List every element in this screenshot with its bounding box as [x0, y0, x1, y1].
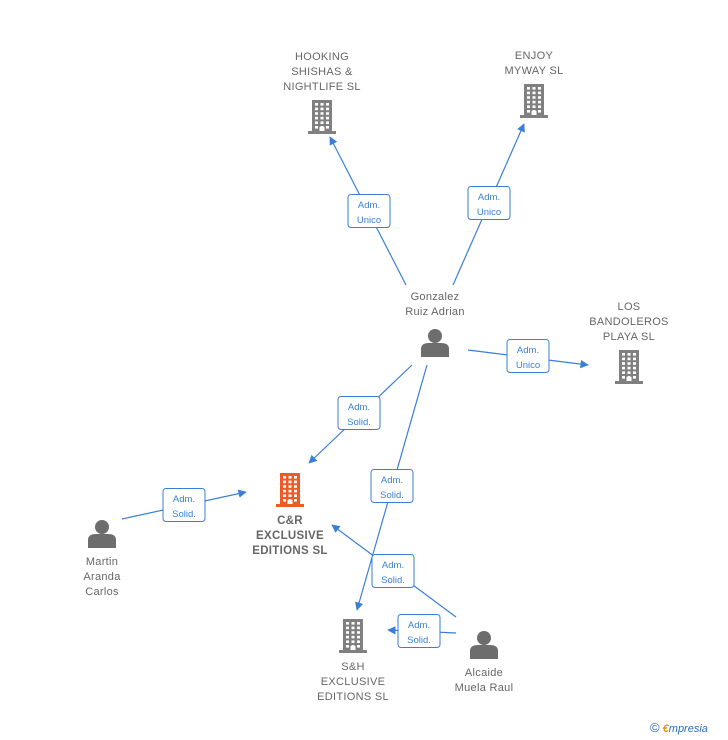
edge-label-line: Solid. [381, 575, 405, 586]
node-label-line: ENJOY [515, 50, 554, 62]
node-label-line: EXCLUSIVE [321, 676, 385, 688]
edge-label-line: Adm. [408, 620, 430, 631]
edge-label-gonzalez-to-hooking[interactable]: Adm. Unico [347, 194, 391, 228]
node-cr[interactable]: C&R EXCLUSIVE EDITIONS SL [252, 473, 328, 557]
node-label-line: Carlos [85, 586, 119, 598]
edge-label-line: Adm. [478, 192, 500, 203]
node-label-line: HOOKING [295, 51, 349, 63]
edge-label-martin-to-cr[interactable]: Adm. Solid. [162, 488, 206, 522]
person-icon [421, 329, 449, 357]
copyright-symbol: © [650, 720, 660, 735]
building-icon [308, 100, 336, 134]
node-label-line: SHISHAS & [291, 66, 353, 78]
edge-label-line: Adm. [381, 475, 403, 486]
edge-label-gonzalez-to-cr[interactable]: Adm. Solid. [337, 396, 381, 430]
edge-label-gonzalez-to-bandoleros[interactable]: Adm. Unico [506, 339, 550, 373]
edge-label-gonzalez-to-sh[interactable]: Adm. Solid. [370, 469, 414, 503]
node-label-line: PLAYA SL [603, 331, 655, 343]
brand-logo: €mpresia [663, 723, 708, 735]
node-label-line: Martin [86, 556, 118, 568]
building-icon [520, 84, 548, 118]
edge-label-line: Adm. [173, 494, 195, 505]
node-label-line: MYWAY SL [504, 65, 563, 77]
node-bandoleros[interactable]: LOS BANDOLEROS PLAYA SL [589, 301, 668, 384]
node-label-line: S&H [341, 661, 365, 673]
node-label-line: Alcaide [465, 667, 503, 679]
node-label-line: EDITIONS SL [317, 691, 389, 703]
person-icon [88, 520, 116, 548]
brand-name: mpresia [668, 723, 708, 735]
edge-label-alcaide-to-sh[interactable]: Adm. Solid. [397, 614, 441, 648]
node-label-line: BANDOLEROS [589, 316, 668, 328]
edge-label-line: Adm. [348, 402, 370, 413]
node-label-line: Muela Raul [455, 682, 514, 694]
building-icon [276, 473, 304, 507]
node-label-line: LOS [618, 301, 641, 313]
node-label-line: C&R [277, 515, 303, 527]
edge-label-line: Solid. [380, 490, 404, 501]
nodes-layer: HOOKING SHISHAS & NIGHTLIFE SL ENJOY MYWAY S… [83, 50, 668, 703]
edge-label-line: Solid. [347, 417, 371, 428]
edge-label-line: Unico [516, 360, 540, 371]
footer-brand: © €mpresia [650, 720, 708, 735]
edge-label-line: Adm. [517, 345, 539, 356]
edge-label-gonzalez-to-enjoy[interactable]: Adm. Unico [467, 186, 511, 220]
edge-label-line: Solid. [172, 509, 196, 520]
building-icon [339, 619, 367, 653]
edge-labels-layer: Adm.UnicoAdm.UnicoAdm.UnicoAdm.Solid.Adm… [162, 186, 550, 648]
node-sh[interactable]: S&H EXCLUSIVE EDITIONS SL [317, 619, 389, 703]
edge-label-line: Adm. [382, 560, 404, 571]
node-label-line: Gonzalez [411, 291, 460, 303]
edge-label-line: Solid. [407, 635, 431, 646]
node-label-line: EXCLUSIVE [256, 530, 324, 542]
node-label-line: Ruiz Adrian [405, 306, 465, 318]
node-label-line: Aranda [83, 571, 121, 583]
node-label-line: EDITIONS SL [252, 545, 328, 557]
edge-label-alcaide-to-cr[interactable]: Adm. Solid. [371, 554, 415, 588]
node-label-line: NIGHTLIFE SL [283, 81, 361, 93]
brand-initial: € [662, 723, 669, 735]
node-hooking[interactable]: HOOKING SHISHAS & NIGHTLIFE SL [283, 51, 361, 134]
building-icon [615, 350, 643, 384]
edge-label-line: Unico [477, 207, 501, 218]
node-enjoy[interactable]: ENJOY MYWAY SL [504, 50, 563, 118]
person-icon [470, 631, 498, 659]
edge-label-line: Unico [357, 215, 381, 226]
edge-label-line: Adm. [358, 200, 380, 211]
